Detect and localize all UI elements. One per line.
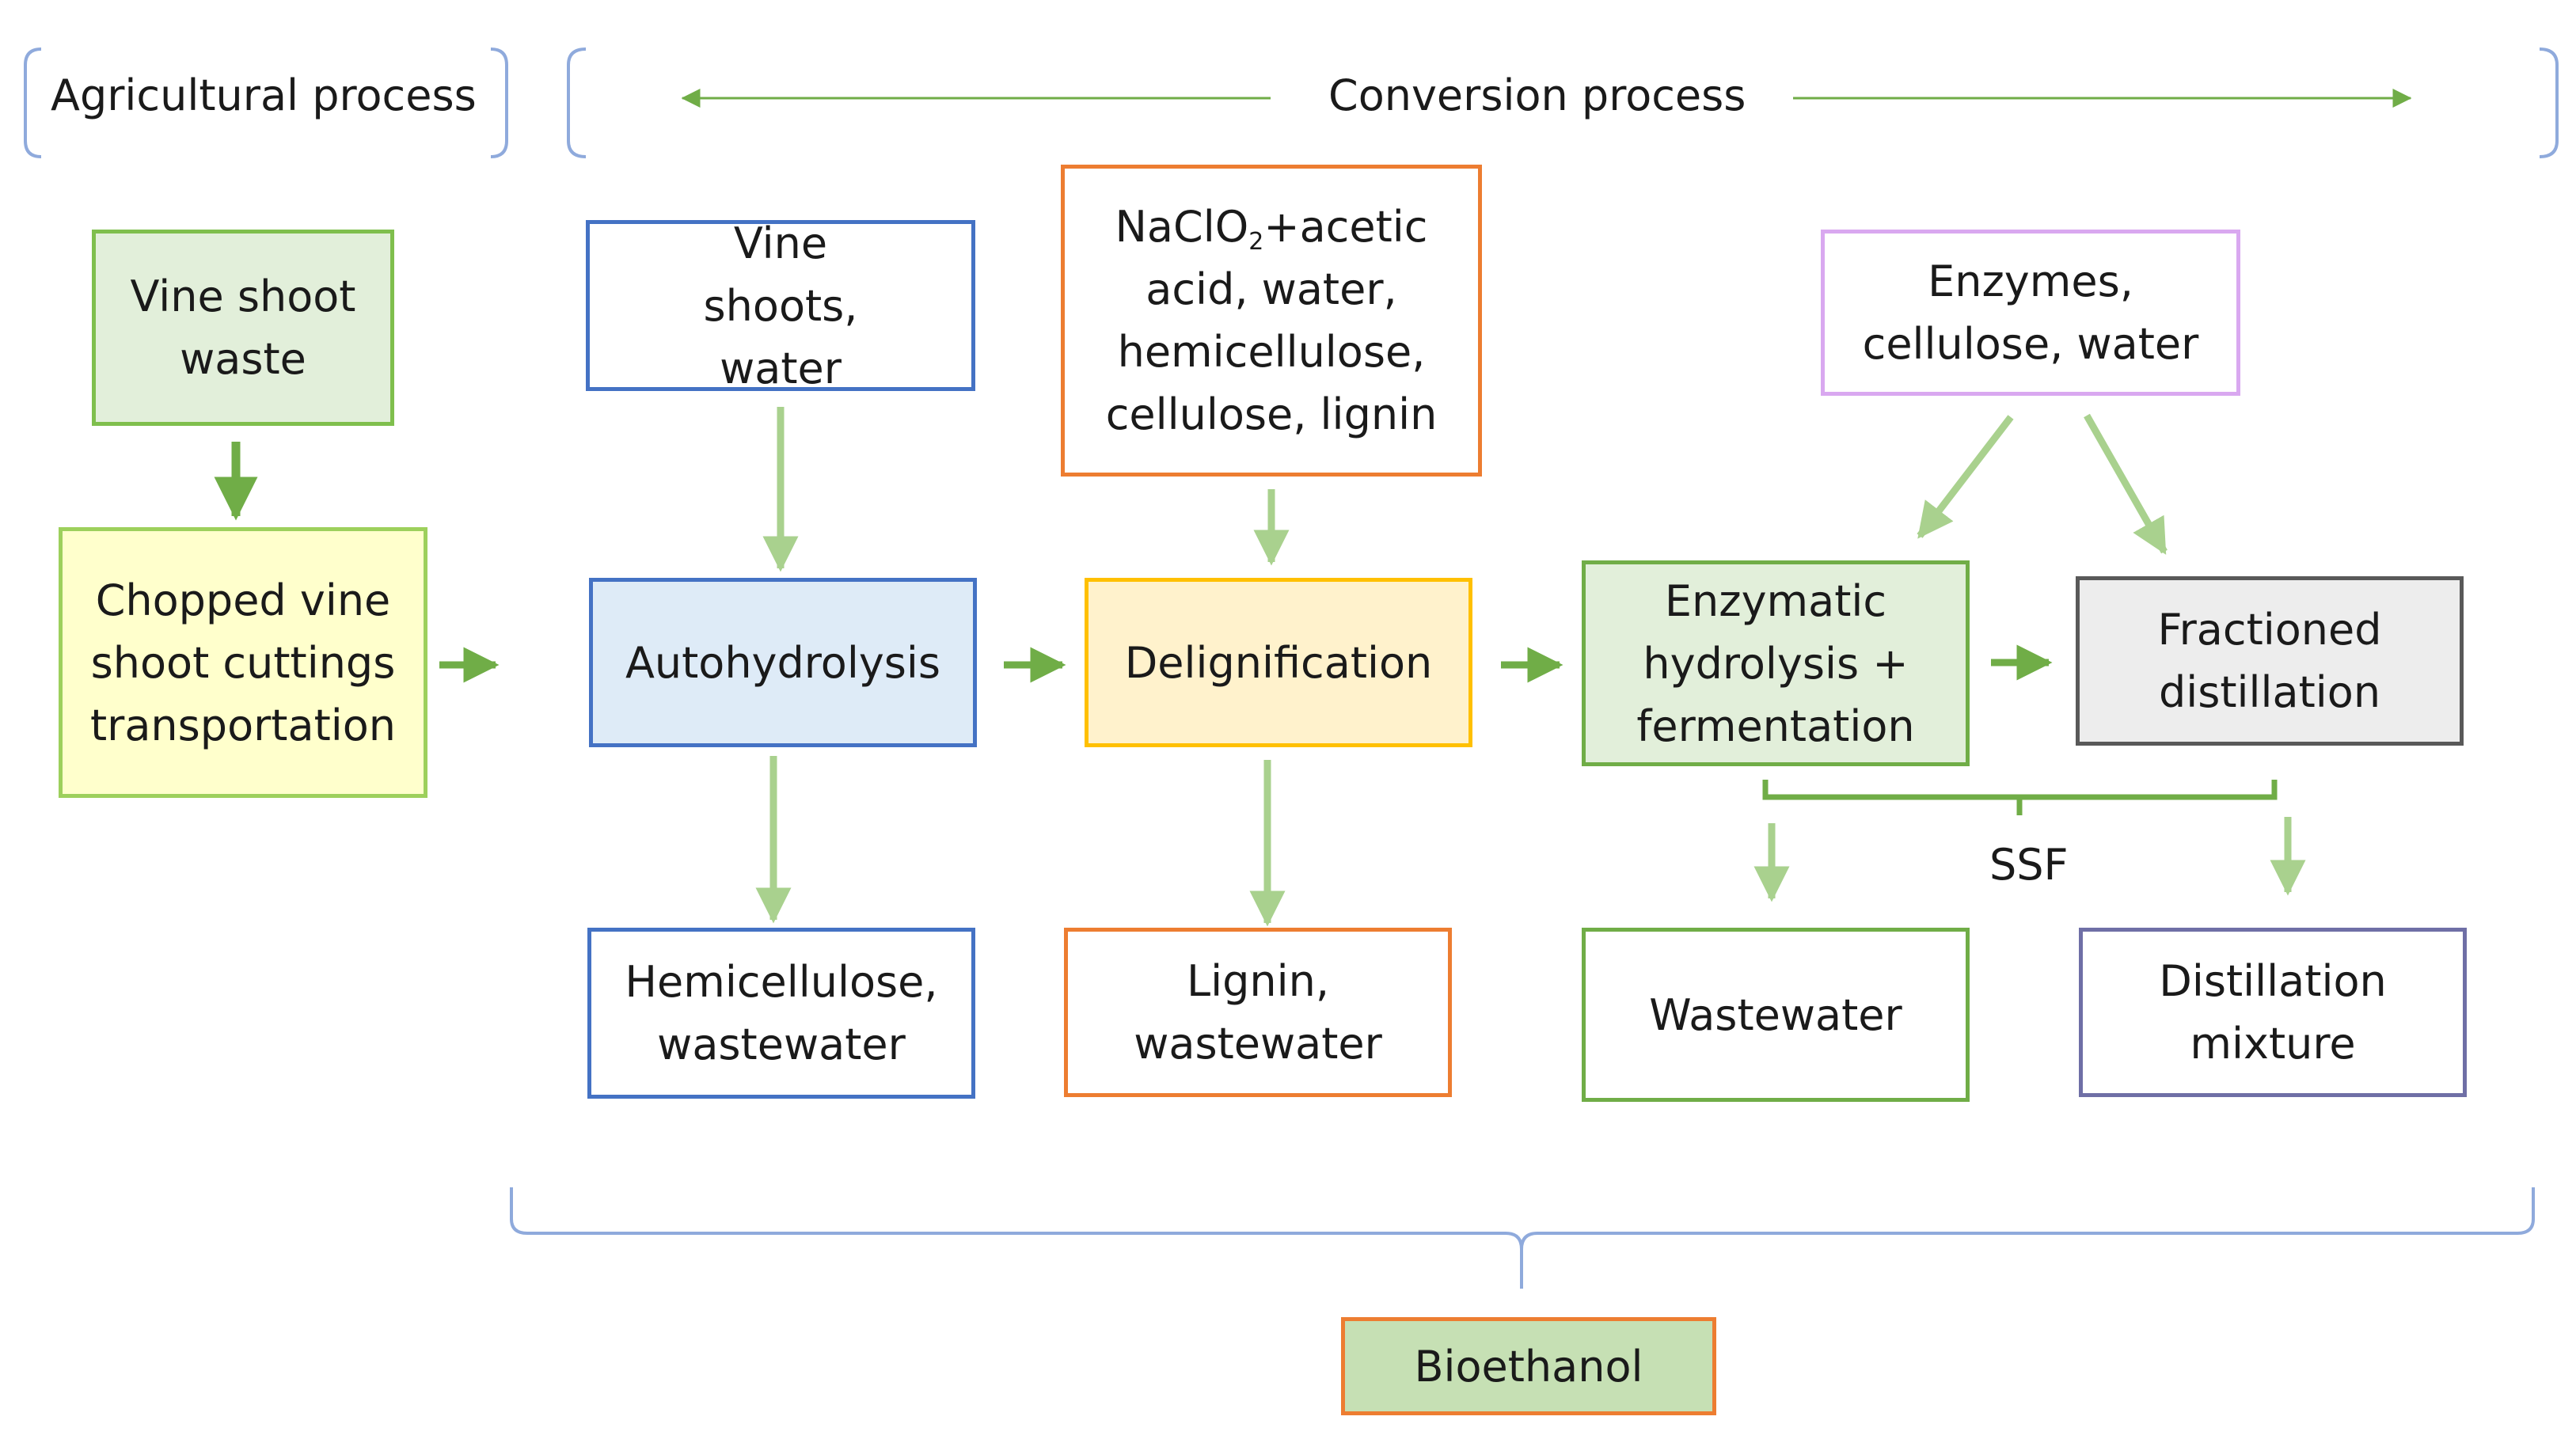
arrow-enzymes-to-fractioned	[2084, 413, 2168, 555]
chopped-cuttings-box: Chopped vine shoot cuttings transportati…	[59, 527, 427, 798]
wastewater-text: Wastewater	[1649, 989, 1902, 1040]
bioethanol-bracket	[510, 1187, 2535, 1289]
ssf-label: SSF	[1989, 840, 2069, 890]
lignin-wastewater-text: Lignin, wastewater	[1134, 956, 1382, 1069]
naclo2-subscript: 2	[1248, 228, 1264, 256]
vine-shoots-water-box: Vine shoots, water	[586, 218, 975, 393]
conversion-bracket	[567, 47, 2559, 158]
fractioned-distillation-box: Fractioned distillation	[2076, 576, 2464, 746]
vine-shoot-waste-text: Vine shoot waste	[130, 272, 356, 384]
hemicellulose-wastewater-box: Hemicellulose, wastewater	[587, 928, 975, 1099]
autohydrolysis-box: Autohydrolysis	[589, 578, 977, 747]
enzymatic-hydrolysis-box: Enzymatic hydrolysis + fermentation	[1582, 560, 1970, 766]
bioethanol-text: Bioethanol	[1414, 1341, 1643, 1392]
distillation-mixture-text: Distillation mixture	[2159, 956, 2387, 1069]
hemicellulose-wastewater-text: Hemicellulose, wastewater	[625, 957, 938, 1069]
naclo2-prefix: NaClO	[1115, 202, 1249, 252]
agricultural-process-label: Agricultural process	[51, 70, 477, 120]
chopped-cuttings-text: Chopped vine shoot cuttings transportati…	[89, 575, 397, 750]
naclo2-inputs-text: NaClO2+acetic acid, water, hemicellulose…	[1089, 196, 1454, 446]
bioethanol-box: Bioethanol	[1341, 1317, 1716, 1415]
delignification-box: Delignification	[1085, 578, 1472, 747]
autohydrolysis-text: Autohydrolysis	[625, 637, 941, 688]
ssf-bracket	[1762, 780, 2278, 815]
arrow-enzymes-to-enzymatic	[1917, 415, 2014, 539]
vine-shoot-waste-box: Vine shoot waste	[92, 230, 394, 426]
naclo2-suffix: +acetic acid, water, hemicellulose, cell…	[1105, 202, 1438, 439]
vine-shoots-water-text: Vine shoots, water	[703, 218, 858, 393]
fractioned-distillation-text: Fractioned distillation	[2157, 605, 2382, 717]
conversion-process-label: Conversion process	[1328, 70, 1746, 120]
delignification-text: Delignification	[1124, 637, 1433, 688]
enzymatic-hydrolysis-text: Enzymatic hydrolysis + fermentation	[1636, 575, 1915, 751]
enzymes-input-text: Enzymes, cellulose, water	[1862, 256, 2199, 369]
enzymes-input-box: Enzymes, cellulose, water	[1821, 230, 2240, 396]
lignin-wastewater-box: Lignin, wastewater	[1064, 928, 1452, 1097]
agricultural-bracket	[24, 47, 508, 158]
distillation-mixture-box: Distillation mixture	[2079, 928, 2467, 1097]
wastewater-box: Wastewater	[1582, 928, 1970, 1102]
naclo2-inputs-box: NaClO2+acetic acid, water, hemicellulose…	[1061, 165, 1482, 477]
